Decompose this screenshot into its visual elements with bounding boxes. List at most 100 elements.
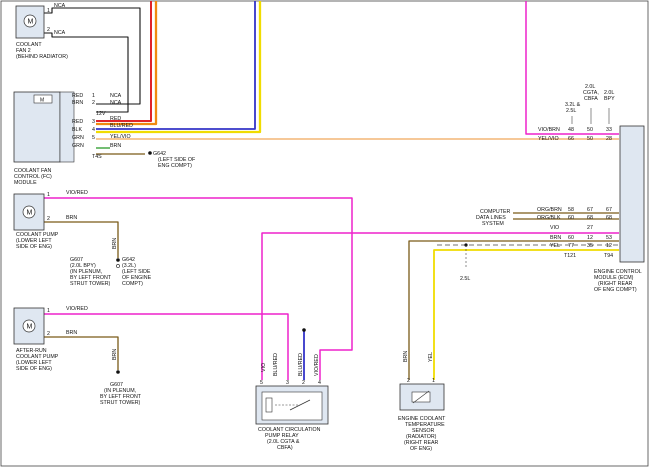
wire-label: YEL/VIO	[538, 136, 559, 142]
pin-number: 2	[302, 380, 305, 386]
ground-symbol	[116, 258, 120, 262]
pin-number: 1	[92, 93, 95, 99]
pin-number: 1	[47, 192, 50, 198]
relay-label-4: CBFA)	[277, 445, 293, 451]
ground-g607-pump: G607 (2.0L BPY) (IN PLENUM, BY LEFT FRON…	[70, 257, 120, 287]
pin-number: 2	[92, 100, 95, 106]
wire-label: SYSTEM	[482, 221, 504, 227]
wire-pump-viored	[44, 197, 353, 380]
after-run-motor-icon	[22, 319, 36, 333]
wire-fan-nca-2	[44, 32, 129, 113]
ecm-pin: 67	[606, 207, 612, 213]
wire-fc-yellow	[96, 1, 262, 134]
engine-control-module: ENGINE CONTROL MODULE (ECM) (RIGHT REAR …	[594, 125, 645, 293]
wire-label: GRN	[72, 135, 84, 141]
after-run-label-1: AFTER-RUN	[16, 348, 47, 354]
pump-label-3: SIDE OF ENG)	[16, 244, 52, 250]
wire-label: VIO/BRN	[538, 127, 560, 133]
wire-label: BRN	[72, 100, 83, 106]
ground-g642-pump-1: G642	[122, 257, 135, 263]
wire-label: DATA LINES	[476, 215, 506, 221]
wire-ar-brn	[44, 336, 119, 370]
pin-number: 5	[260, 380, 263, 386]
pin-number: 4	[92, 127, 95, 133]
fc-motor-glyph: M	[40, 98, 44, 104]
ecm-pin: 12	[606, 243, 612, 249]
wire-label: VIO	[550, 225, 559, 231]
wire-label: BRN	[66, 215, 77, 221]
ecm-pin-table: 3.2L & 2.5L 2.0L CGTA, CBFA 2.0L BPY 48 …	[565, 84, 615, 249]
wire-ect-brn	[408, 240, 619, 380]
wire-fc-red	[96, 1, 152, 122]
ecm-pin: 77	[568, 243, 574, 249]
pump-label-2: (LOWER LEFT	[16, 238, 52, 244]
wire-label: 12V	[96, 111, 106, 117]
wire-label: BRN	[403, 351, 409, 362]
ground-symbol	[148, 151, 152, 155]
splice-blured	[302, 328, 306, 332]
fc-label-2: CONTROL (FC)	[14, 174, 52, 180]
wire-label: BRN	[110, 143, 121, 149]
ground-symbol	[116, 264, 120, 268]
pin-number: 2	[47, 27, 50, 33]
wire-pump-brn	[44, 221, 119, 258]
after-run-label-3: (LOWER LEFT	[16, 360, 52, 366]
ground-g607-pump-2: (2.0L BPY)	[70, 263, 96, 269]
ground-g642-pump-2: (3.2L)	[122, 263, 136, 269]
ecm-col-head: CBFA	[584, 96, 598, 102]
wire-label: RED	[72, 93, 83, 99]
ecm-pin: 28	[606, 136, 612, 142]
wire-group	[44, 1, 619, 380]
ground-g607-pump-1: G607	[70, 257, 83, 263]
ground-g642-fc-2: (LEFT SIDE OF	[158, 157, 196, 163]
pin-number: 1	[47, 308, 50, 314]
wire-label: BRN	[112, 349, 118, 360]
ect-label-1: ENGINE COOLANT	[398, 416, 446, 422]
coolant-circulation-pump-relay: COOLANT CIRCULATION PUMP RELAY (2.0L CGT…	[255, 385, 329, 451]
ect-label-4: (RADIATOR)	[406, 434, 437, 440]
ecm-col-head: BPY	[604, 96, 615, 102]
wire-vio-brn	[525, 1, 619, 135]
ground-g642-fc: G642 (LEFT SIDE OF ENG COMPT)	[148, 151, 196, 169]
wire-fc-blured	[96, 1, 256, 130]
wire-fc-orange	[96, 1, 158, 126]
motor-m-glyph: M	[28, 19, 34, 26]
fc-motor-symbol	[33, 94, 53, 104]
engine-coolant-temperature-sensor: ENGINE COOLANT TEMPERATURE SENSOR (RADIA…	[398, 383, 446, 452]
ecm-pin: 60	[568, 235, 574, 241]
pin-number: 3	[92, 119, 95, 125]
after-run-motor-glyph: M	[27, 324, 33, 331]
after-run-label-4: SIDE OF ENG)	[16, 366, 52, 372]
coolant-fan-control-module: M COOLANT FAN CONTROL (FC) MODULE	[13, 91, 75, 186]
ecm-col-head: 2.5L	[566, 108, 576, 114]
wire-label: ORG/BLK	[537, 215, 561, 221]
wire-label: VIO/RED	[66, 306, 88, 312]
ecm-pin: 68	[606, 215, 612, 221]
motor-icon	[23, 14, 37, 28]
ground-g642-pump-3: (LEFT SIDE	[122, 269, 151, 275]
ground-g642-pump-5: COMPT)	[122, 281, 143, 287]
wire-label: T121	[564, 253, 576, 259]
ground-g607-pump-3: (IN PLENUM,	[70, 269, 102, 275]
ecm-col-head: 3.2L &	[565, 102, 581, 108]
ground-g642-fc-3: ENG COMPT)	[158, 163, 192, 169]
wire-label: 2.5L	[460, 276, 470, 282]
wire-label: BRN	[66, 330, 77, 336]
wire-label: NCA	[110, 100, 122, 106]
ecm-label-3: (RIGHT REAR	[598, 281, 633, 287]
wire-label: RED	[72, 119, 83, 125]
relay-label-3: (2.0L CGTA &	[267, 439, 300, 445]
ecm-col-head: 2.0L	[604, 90, 614, 96]
wire-label: NCA	[54, 30, 66, 36]
ecm-pin: 12	[587, 235, 593, 241]
ground-g607-afterrun-3: BY LEFT FRONT	[100, 394, 142, 400]
ect-label-2: TEMPERATURE	[405, 422, 445, 428]
pin-number: 4	[318, 380, 321, 386]
ecm-col-head: CGTA,	[583, 90, 599, 96]
relay-label-2: PUMP RELAY	[265, 433, 299, 439]
ecm-pin: 58	[568, 207, 574, 213]
wire-label: VIO/RED	[314, 354, 320, 376]
pin-number: 5	[92, 135, 95, 141]
